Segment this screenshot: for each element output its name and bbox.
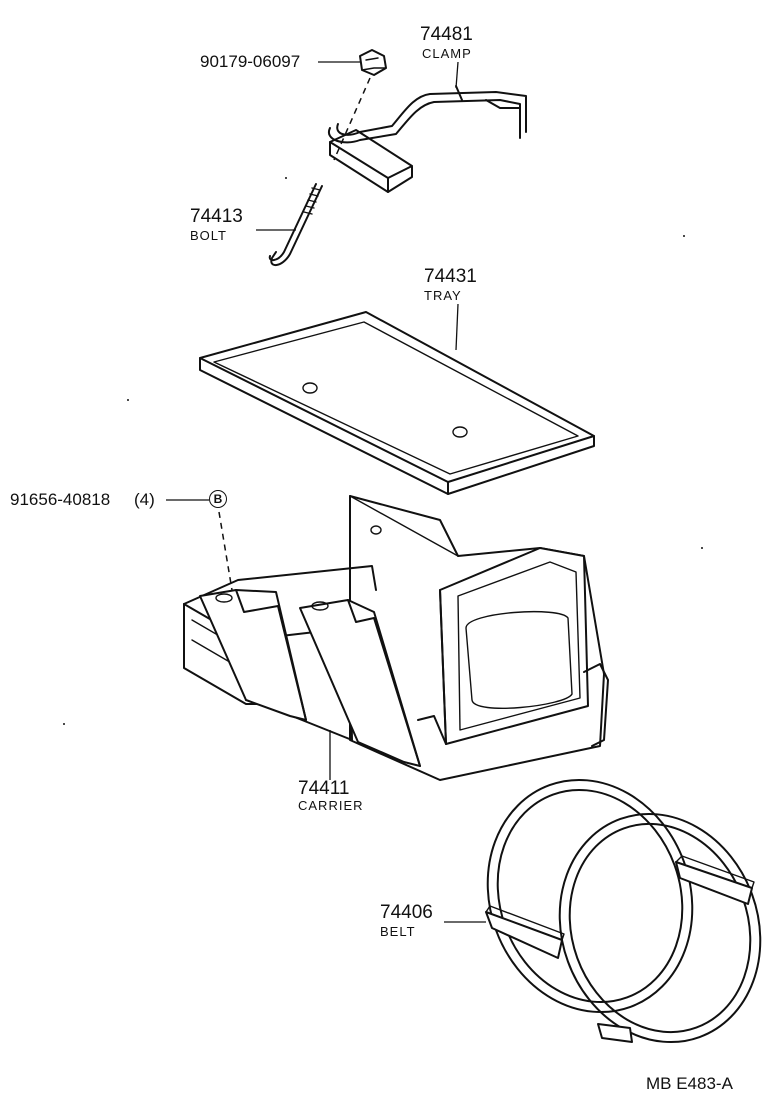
belt-part-number: 74406 xyxy=(380,902,433,923)
bolt-part-number: 74413 xyxy=(190,206,243,227)
tray-drawing xyxy=(199,303,595,495)
clamp-leader-line xyxy=(455,61,459,89)
tray-part-name: TRAY xyxy=(424,288,462,303)
carrier-drawing xyxy=(183,495,609,781)
clamp-drawing xyxy=(327,61,527,193)
carrier-part-number: 74411 xyxy=(298,778,350,799)
carrier-part-name: CARRIER xyxy=(298,798,364,813)
nut-drawing xyxy=(318,49,387,161)
screw-dashed-line xyxy=(218,511,233,591)
screw-drawing xyxy=(166,499,233,591)
tray-part-number: 74431 xyxy=(424,266,477,287)
diagram-code: MB E483-A xyxy=(646,1074,733,1093)
clamp-part-number: 74481 xyxy=(420,24,473,45)
belt-part-name: BELT xyxy=(380,924,416,939)
nut-dashed-line xyxy=(333,77,371,161)
belt-drawing xyxy=(444,778,762,1044)
nut-part-number: 90179-06097 xyxy=(200,52,301,71)
screw-marker-circle: B xyxy=(209,490,227,508)
clamp-part-name: CLAMP xyxy=(422,46,472,61)
print-specks xyxy=(63,177,703,725)
screw-marker-letter: B xyxy=(213,492,223,506)
screw-quantity: (4) xyxy=(134,490,155,509)
bolt-part-name: BOLT xyxy=(190,228,227,243)
tray-leader-line xyxy=(455,303,459,351)
screw-part-number: 91656-40818 xyxy=(10,490,111,509)
bolt-drawing xyxy=(256,183,323,266)
